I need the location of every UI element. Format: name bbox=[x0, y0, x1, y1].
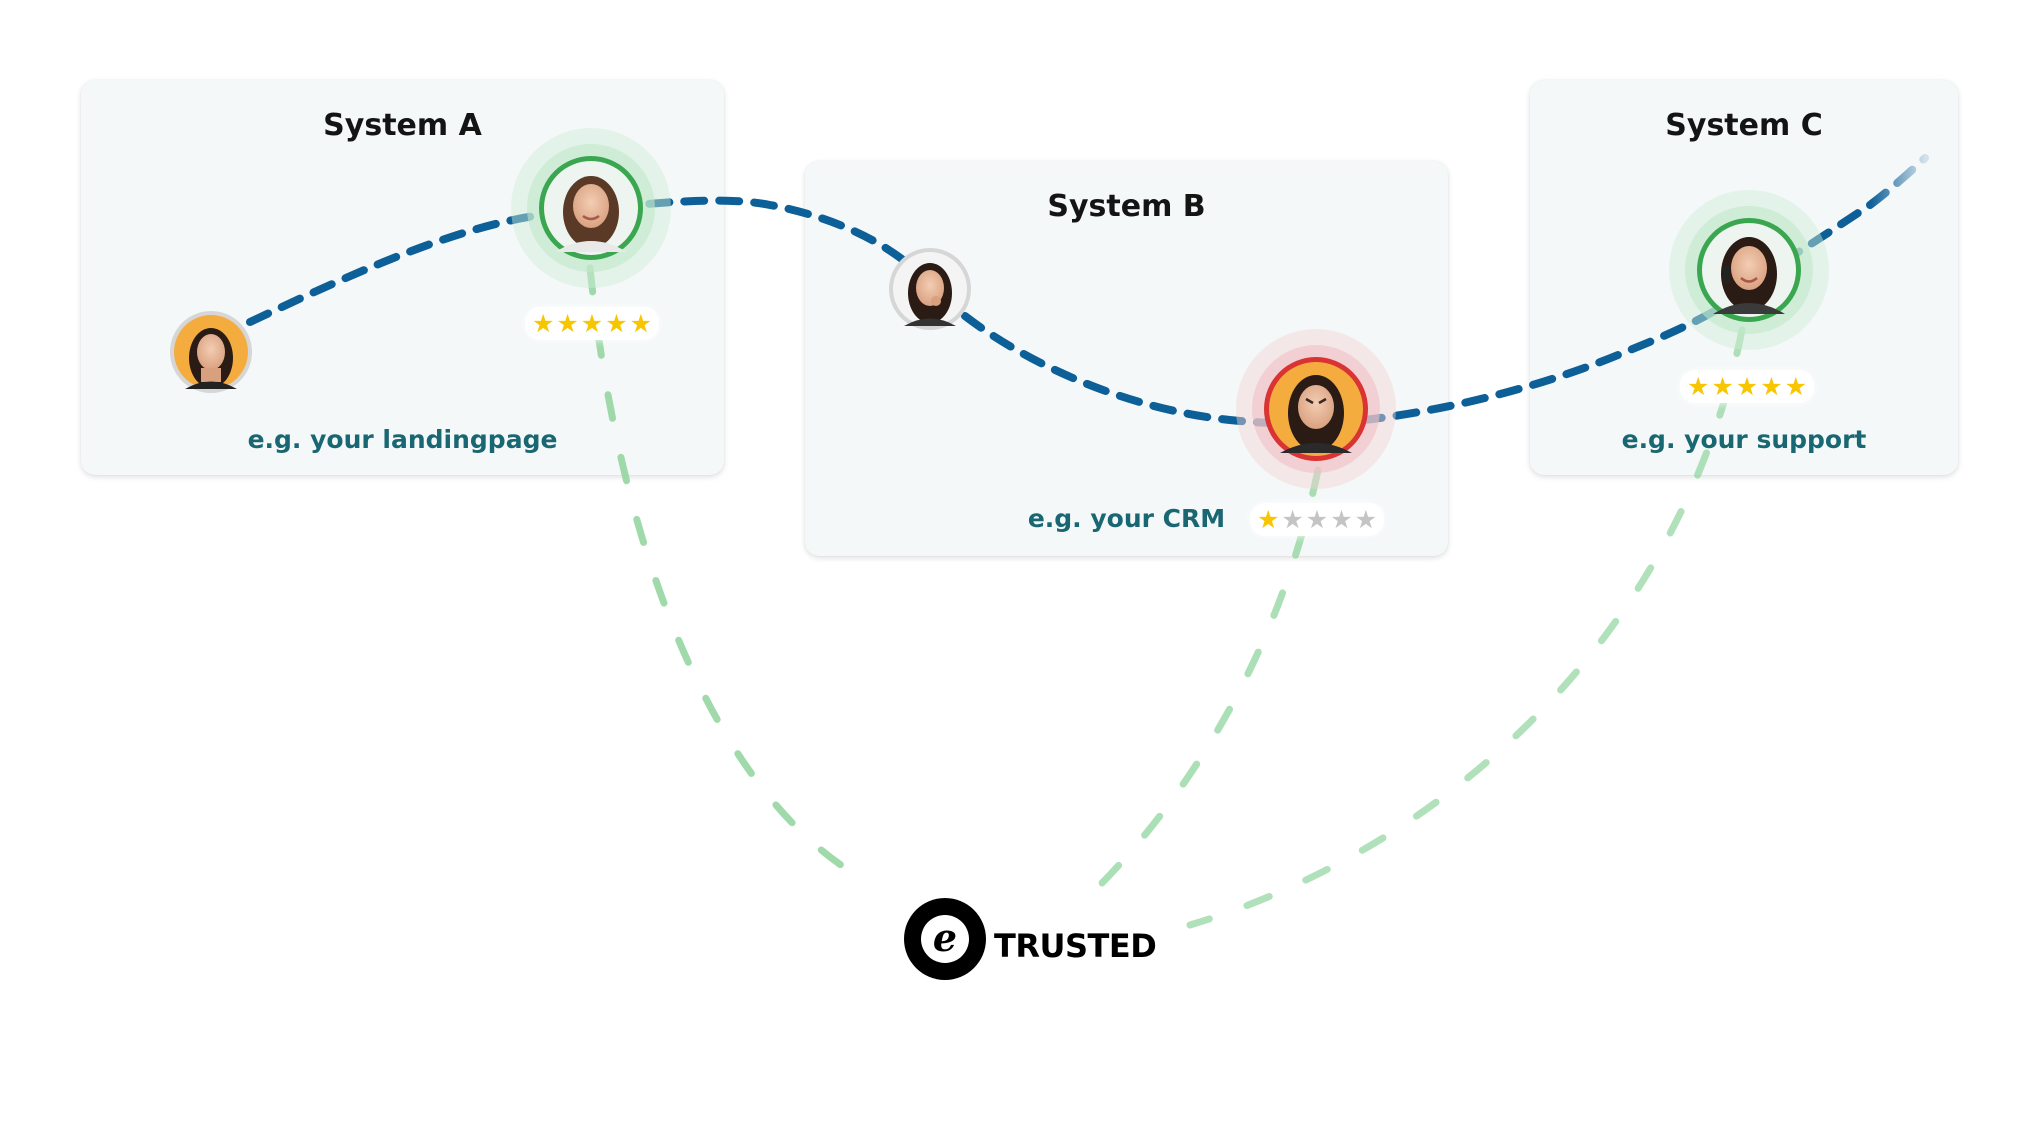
star-icon: ★ bbox=[1354, 505, 1378, 534]
star-icon: ★ bbox=[1760, 372, 1783, 401]
star-icon: ★ bbox=[1305, 505, 1329, 534]
logo-mark-letter: e bbox=[933, 915, 957, 960]
system-a-caption: e.g. your landingpage bbox=[247, 425, 558, 454]
star-icon: ★ bbox=[556, 309, 579, 338]
star-icon: ★ bbox=[580, 309, 604, 338]
trusted-shops-e-logo-icon: e bbox=[904, 898, 986, 980]
star-icon: ★ bbox=[531, 309, 555, 338]
star-icon: ★ bbox=[1330, 505, 1353, 534]
star-icon: ★ bbox=[1735, 372, 1759, 401]
star-icon: ★ bbox=[1711, 372, 1734, 401]
star-icon: ★ bbox=[1686, 372, 1710, 401]
system-b-card: System B e.g. your CRM bbox=[805, 161, 1448, 556]
trusted-logo: e TRUSTED bbox=[904, 898, 1157, 980]
brand-name: TRUSTED bbox=[994, 927, 1157, 965]
system-c-card: System C e.g. your support bbox=[1530, 80, 1958, 475]
system-b-title: System B bbox=[1047, 189, 1206, 224]
star-icon: ★ bbox=[629, 309, 653, 338]
system-a-card: System A e.g. your landingpage bbox=[81, 80, 724, 475]
system-a-title: System A bbox=[323, 108, 482, 143]
star-icon: ★ bbox=[1784, 372, 1808, 401]
system-c-caption: e.g. your support bbox=[1621, 425, 1867, 454]
system-a-rating: ★★★★★ bbox=[525, 307, 659, 340]
star-icon: ★ bbox=[1256, 505, 1280, 534]
system-c-rating: ★★★★★ bbox=[1680, 370, 1814, 403]
system-b-rating: ★★★★★ bbox=[1250, 503, 1384, 536]
system-c-title: System C bbox=[1665, 108, 1823, 143]
star-icon: ★ bbox=[605, 309, 628, 338]
star-icon: ★ bbox=[1281, 505, 1304, 534]
